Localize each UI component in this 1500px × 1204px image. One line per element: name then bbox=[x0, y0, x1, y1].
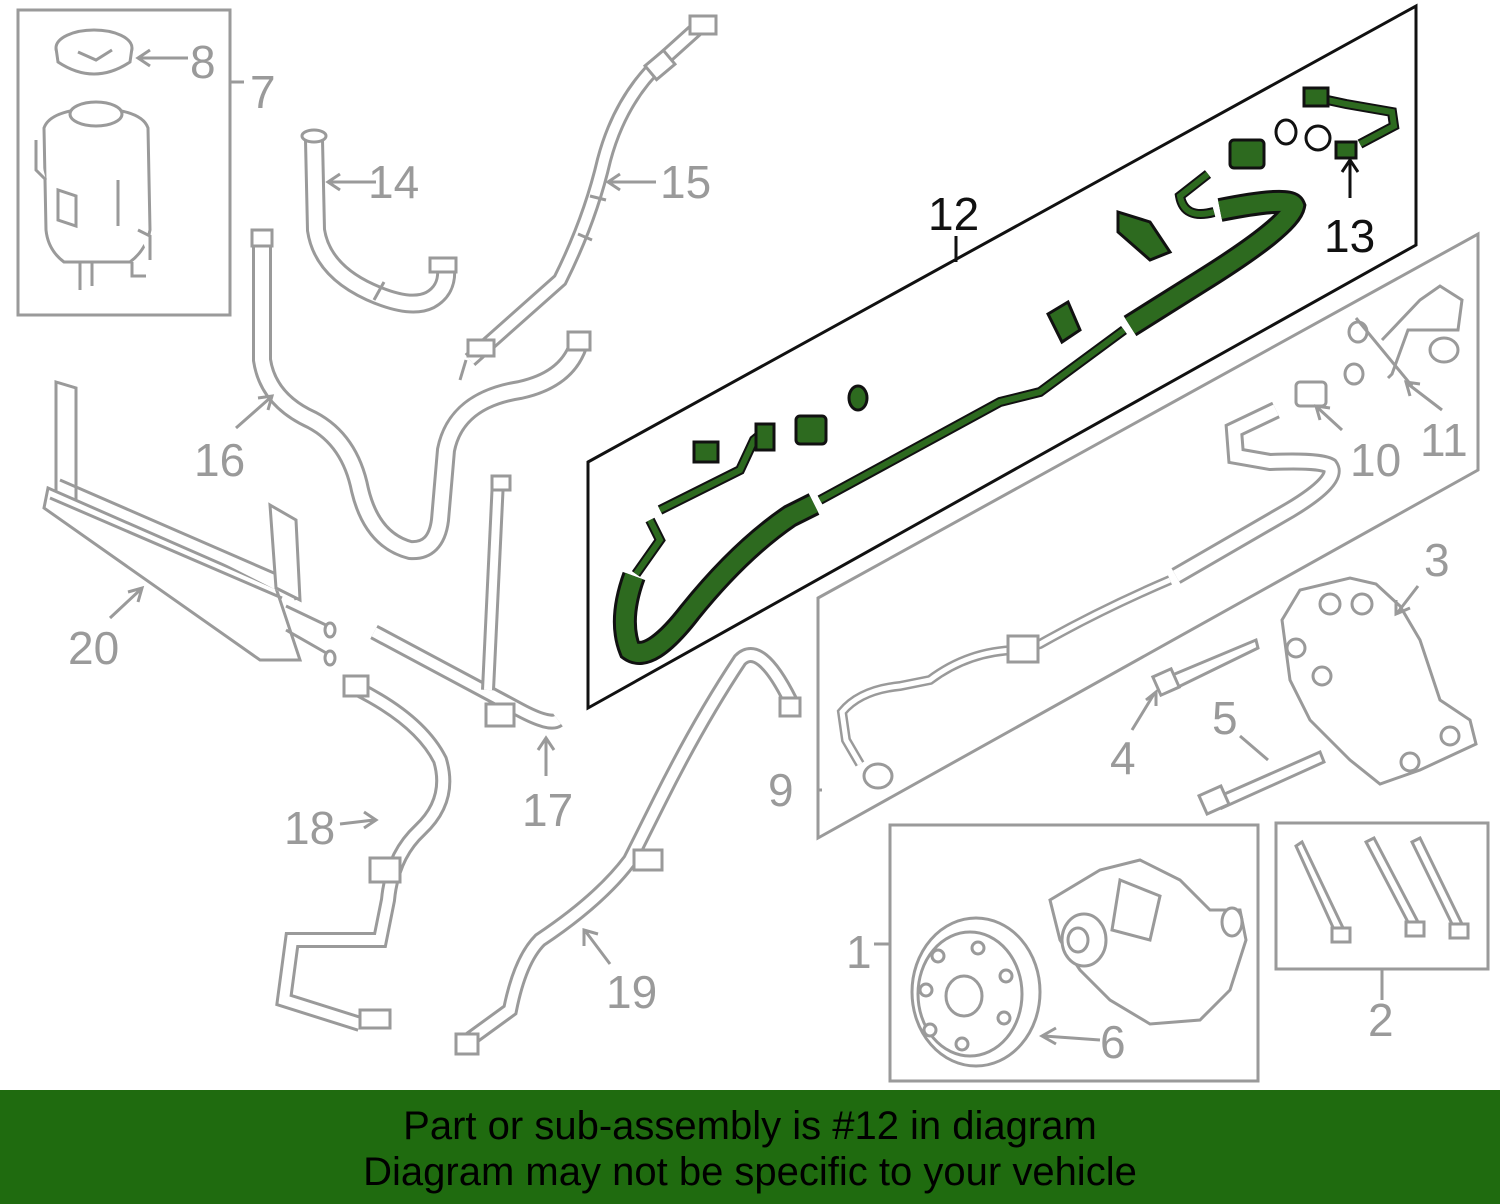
callout-label-17: 17 bbox=[522, 784, 573, 836]
leader-lines-dark bbox=[954, 157, 1360, 262]
banner-line-part-number: Part or sub-assembly is #12 in diagram bbox=[403, 1104, 1097, 1148]
callout-label-9: 9 bbox=[768, 764, 794, 816]
callout-label-16: 16 bbox=[194, 434, 245, 486]
box-pump-6 bbox=[888, 823, 1260, 1083]
callout-label-6: 6 bbox=[1100, 1016, 1126, 1068]
pump-body-part bbox=[1048, 858, 1248, 1026]
callout-label-11: 11 bbox=[1420, 414, 1468, 466]
bolts-2-part bbox=[1294, 835, 1470, 944]
bolt-5-part bbox=[1196, 750, 1326, 816]
callout-label-4: 4 bbox=[1110, 732, 1136, 784]
callout-label-5: 5 bbox=[1212, 692, 1238, 744]
reservoir-tank-part bbox=[34, 100, 152, 290]
callout-label-10: 10 bbox=[1350, 434, 1401, 486]
line-18-part bbox=[275, 674, 452, 1032]
callout-label-1: 1 bbox=[846, 926, 872, 978]
callout-label-14: 14 bbox=[368, 156, 419, 208]
reservoir-cap-part bbox=[54, 28, 134, 76]
hose-14-part bbox=[300, 128, 458, 314]
hose-15-part bbox=[458, 14, 718, 381]
banner-line-disclaimer: Diagram may not be specific to your vehi… bbox=[363, 1150, 1137, 1194]
callout-label-12: 12 bbox=[928, 188, 979, 240]
box-reservoir bbox=[16, 8, 232, 317]
callout-label-19: 19 bbox=[606, 966, 657, 1018]
callout-label-8: 8 bbox=[190, 36, 216, 88]
box-assembly-12 bbox=[586, 3, 1418, 711]
hose-16-part bbox=[250, 228, 592, 561]
callout-label-20: 20 bbox=[68, 622, 119, 674]
cooler-20-part bbox=[42, 379, 337, 667]
pump-pulley-part bbox=[910, 916, 1042, 1068]
bracket-3-part bbox=[1280, 576, 1478, 786]
bolt-4-part bbox=[1150, 637, 1260, 698]
box-bolts-2 bbox=[1274, 821, 1490, 971]
line-17-part bbox=[370, 474, 563, 730]
box-assembly-9 bbox=[816, 231, 1480, 841]
callout-label-7: 7 bbox=[250, 66, 276, 118]
info-banner: Part or sub-assembly is #12 in diagram D… bbox=[0, 1090, 1500, 1204]
line-19-part bbox=[454, 647, 802, 1056]
callout-label-13: 13 bbox=[1324, 210, 1375, 262]
leader-lines bbox=[108, 48, 1443, 1046]
callout-label-2: 2 bbox=[1368, 994, 1394, 1046]
callout-label-15: 15 bbox=[660, 156, 711, 208]
callout-label-3: 3 bbox=[1424, 534, 1450, 586]
assembly-9-part bbox=[836, 284, 1464, 790]
assembly-12-part bbox=[612, 86, 1400, 665]
parts-diagram: 1 2 3 4 5 6 7 8 9 10 11 12 13 14 15 16 1… bbox=[16, 3, 1490, 1083]
callout-label-18: 18 bbox=[284, 802, 335, 854]
